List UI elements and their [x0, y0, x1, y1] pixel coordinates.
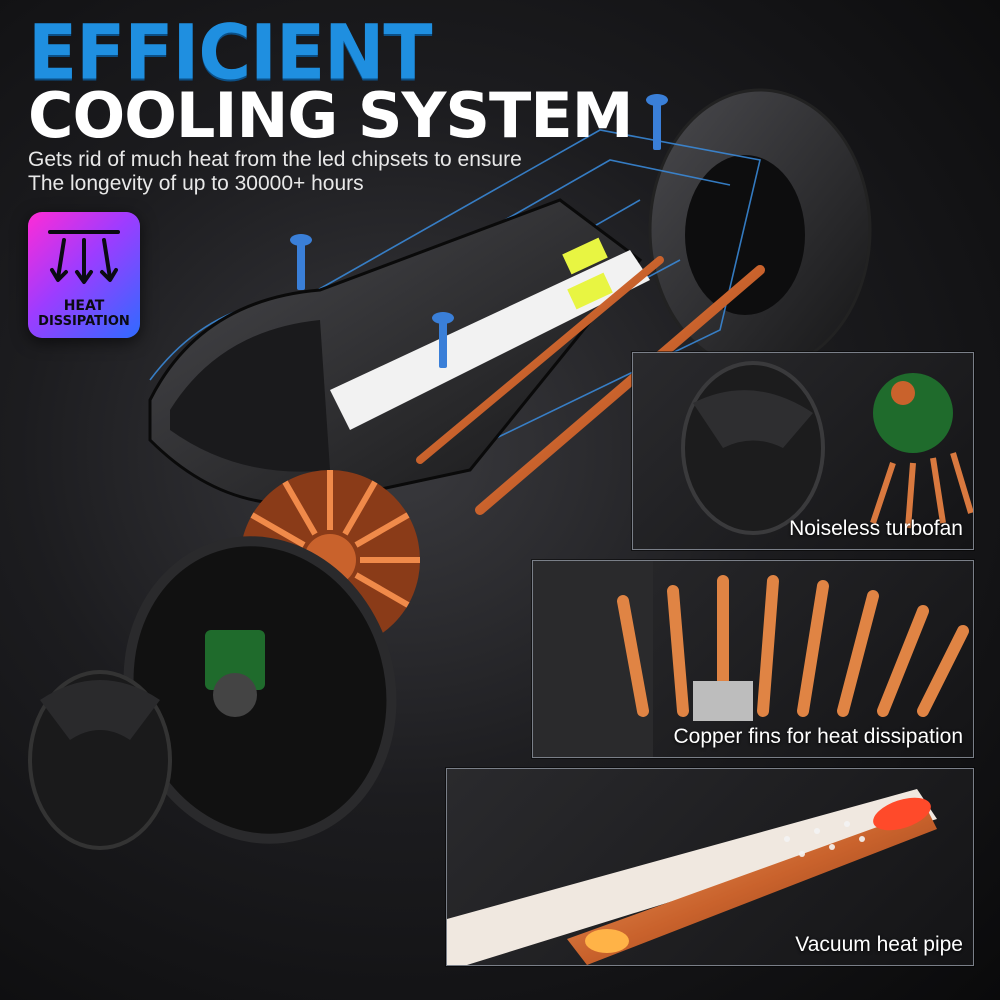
heat-pipe-icon [447, 789, 937, 965]
copper-fins-icon [533, 561, 969, 757]
mounting-flange [648, 88, 872, 372]
badge-label-line-1: HEAT [63, 298, 105, 314]
headline-cooling-system: COOLING SYSTEM [28, 79, 633, 152]
badge-label-line-2: DISSIPATION [38, 314, 130, 329]
fan-shroud [123, 536, 397, 844]
caption-heat-pipe: Vacuum heat pipe [795, 933, 963, 956]
housing-body [148, 198, 643, 506]
copper-heat-pipes [416, 256, 765, 515]
turbofan-blade [28, 670, 172, 850]
feature-panel-heat-pipe: Vacuum heat pipe [446, 768, 974, 966]
feature-panel-turbofan: Noiseless turbofan [632, 352, 974, 550]
subtitle-line-2: The longevity of up to 30000+ hours [28, 172, 364, 195]
screw-icon [290, 94, 668, 368]
subtitle-line-1: Gets rid of much heat from the led chips… [28, 148, 522, 171]
heat-dissipation-arrows-icon [48, 230, 120, 284]
caption-turbofan: Noiseless turbofan [789, 517, 963, 540]
headline-efficient: EFFICIENT [28, 7, 433, 97]
feature-panel-copper-fins: Copper fins for heat dissipation [532, 560, 974, 758]
heat-dissipation-badge: HEAT DISSIPATION [28, 212, 140, 338]
caption-copper-fins: Copper fins for heat dissipation [673, 725, 964, 748]
led-circuit-board [330, 237, 650, 430]
turbofan-icon [681, 361, 973, 535]
